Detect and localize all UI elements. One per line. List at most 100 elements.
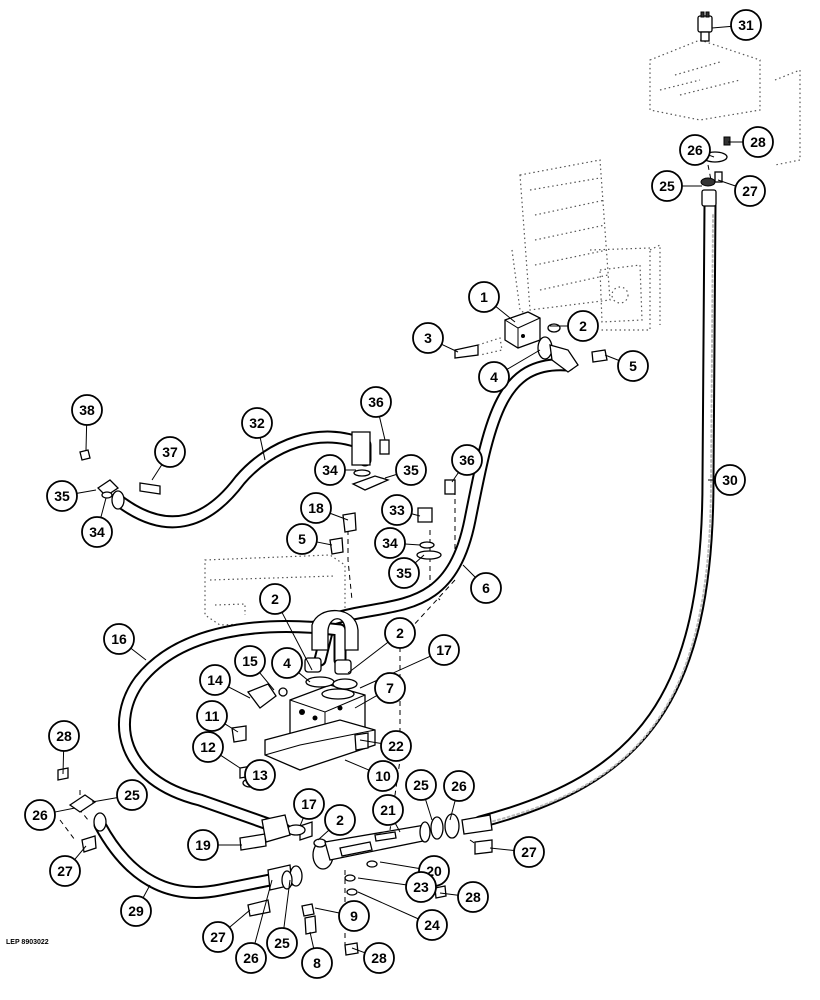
callout-balloon	[367, 760, 399, 792]
callout-c38: 38	[71, 394, 103, 451]
callout-c27c: 27	[49, 845, 87, 887]
callout-balloon	[71, 394, 103, 426]
callout-leader	[329, 512, 349, 521]
callout-c31: 31	[711, 9, 762, 41]
callout-balloon	[241, 407, 273, 439]
callout-number: 2	[396, 625, 404, 641]
callout-number: 26	[687, 142, 703, 158]
callout-leader	[347, 641, 389, 674]
callout-number: 28	[371, 950, 387, 966]
callout-c15: 15	[234, 645, 275, 691]
callout-number: 9	[350, 908, 358, 924]
callout-balloon	[714, 464, 746, 496]
callout-balloon	[49, 855, 81, 887]
callout-leader	[314, 907, 340, 914]
drawing-reference-code: LEP 8903022	[6, 939, 49, 946]
callout-c26d: 26	[235, 879, 273, 974]
callout-balloon	[154, 436, 186, 468]
callout-balloon	[199, 664, 231, 696]
callout-number: 25	[659, 178, 675, 194]
callout-leader	[379, 861, 420, 870]
callout-number: 25	[124, 787, 140, 803]
callout-balloon	[468, 281, 500, 313]
callout-c16: 16	[103, 623, 147, 661]
callout-c36b: 36	[451, 444, 483, 483]
callout-c19: 19	[187, 829, 242, 861]
callout-leader	[316, 541, 333, 546]
callout-balloon	[428, 634, 460, 666]
callout-leader	[228, 686, 251, 699]
callout-c8: 8	[301, 931, 333, 979]
callout-leader	[317, 829, 330, 841]
callout-balloon	[405, 769, 437, 801]
callout-number: 23	[413, 879, 429, 895]
callout-balloon	[742, 126, 774, 158]
callout-balloon	[24, 799, 56, 831]
callout-c34c: 34	[374, 527, 421, 559]
callout-c24: 24	[357, 891, 448, 941]
callout-balloon	[314, 454, 346, 486]
pressure-switch-part	[697, 11, 713, 42]
callout-c5b: 5	[286, 523, 333, 555]
callout-balloon	[301, 947, 333, 979]
callout-leader	[298, 672, 311, 683]
callout-leader	[299, 817, 304, 827]
callout-c22: 22	[359, 730, 412, 762]
callout-number: 28	[750, 134, 766, 150]
callout-number: 28	[465, 889, 481, 905]
callout-balloon	[679, 134, 711, 166]
callout-leader	[439, 892, 459, 896]
callout-c17b: 17	[293, 788, 325, 827]
callout-leader	[717, 179, 736, 187]
callout-c28c: 28	[439, 881, 489, 913]
callout-c26a: 26	[679, 134, 715, 166]
callout-leader	[451, 472, 459, 483]
callout-number: 35	[54, 488, 70, 504]
callout-number: 27	[742, 183, 758, 199]
callout-balloon	[244, 759, 276, 791]
callout-c12: 12	[192, 731, 241, 769]
callout-leader	[100, 497, 107, 518]
callout-leader	[76, 489, 97, 494]
callout-number: 24	[424, 917, 440, 933]
callout-leader	[449, 800, 456, 821]
callout-balloon	[300, 492, 332, 524]
callout-number: 27	[57, 863, 73, 879]
callout-balloon	[360, 386, 392, 418]
callout-number: 2	[336, 812, 344, 828]
callout-leader	[259, 672, 275, 691]
callout-number: 25	[274, 935, 290, 951]
callout-c27a: 27	[717, 175, 766, 207]
callout-balloon	[734, 175, 766, 207]
callout-c37: 37	[151, 436, 186, 481]
callout-balloon	[457, 881, 489, 913]
callout-balloon	[286, 523, 318, 555]
callout-c35b: 35	[384, 454, 427, 486]
callout-c28d: 28	[351, 942, 395, 974]
callout-number: 27	[210, 929, 226, 945]
callout-balloon	[324, 804, 356, 836]
callout-balloon	[412, 322, 444, 354]
callout-c35c: 35	[388, 554, 425, 589]
callout-number: 26	[451, 778, 467, 794]
callout-balloon	[192, 731, 224, 763]
callout-c2c: 2	[347, 617, 416, 674]
callout-leader	[309, 931, 315, 949]
callout-balloon	[202, 921, 234, 953]
callout-c26c: 26	[443, 770, 475, 821]
callout-balloon	[103, 623, 135, 655]
callout-balloon	[374, 527, 406, 559]
callout-balloon	[271, 647, 303, 679]
callout-number: 37	[162, 444, 178, 460]
callout-number: 17	[436, 642, 452, 658]
callout-number: 36	[368, 394, 384, 410]
callout-c4b: 4	[271, 647, 311, 683]
callout-leader	[220, 754, 241, 769]
center-fittings	[329, 479, 456, 560]
callout-balloon	[513, 836, 545, 868]
callout-number: 25	[413, 777, 429, 793]
callout-c27d: 27	[202, 909, 251, 953]
callout-c29: 29	[120, 884, 152, 927]
callout-number: 34	[89, 524, 105, 540]
